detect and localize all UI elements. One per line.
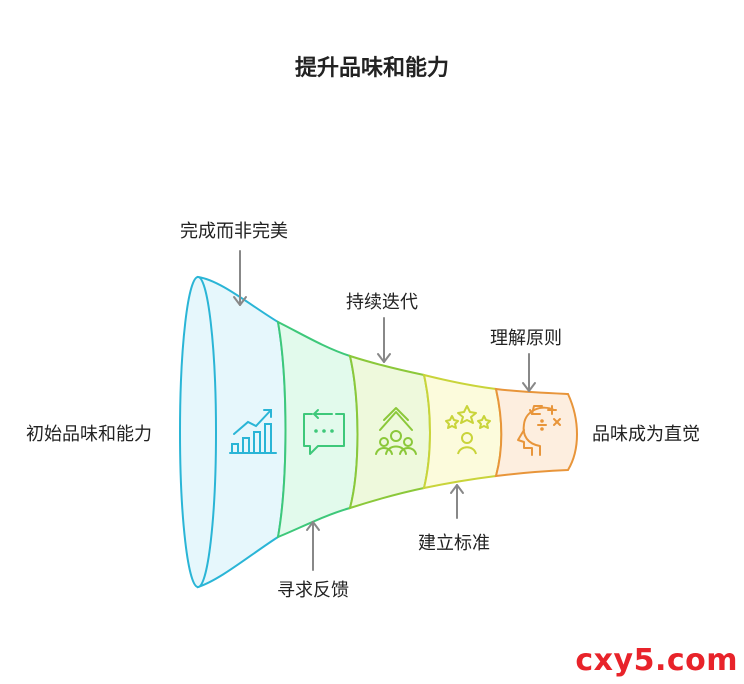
stage-1-label: 完成而非完美: [180, 221, 288, 242]
stage-5-label: 理解原则: [490, 328, 562, 349]
feedback-chat-icon: [303, 409, 345, 455]
growth-chart-icon: [229, 409, 277, 454]
watermark-text: cxy5.com: [575, 643, 738, 678]
end-label: 品味成为直觉: [592, 424, 700, 445]
stage-3-label: 持续迭代: [346, 292, 418, 313]
start-label: 初始品味和能力: [26, 424, 152, 445]
stage-4-label: 建立标准: [418, 533, 490, 554]
arrow-stage-1: [233, 250, 247, 306]
funnel-segment-2: [276, 320, 359, 539]
stage-2-label: 寻求反馈: [277, 580, 349, 601]
page-title: 提升品味和能力: [294, 56, 449, 81]
arrow-stage-2: [306, 521, 320, 571]
funnel-segment-3: [348, 354, 431, 510]
funnel-segment-4: [422, 373, 503, 490]
arrow-stage-3: [377, 317, 391, 363]
funnel-mouth-ellipse: [179, 276, 217, 588]
arrow-stage-4: [450, 484, 464, 519]
arrow-stage-5: [522, 353, 536, 392]
mind-math-icon: [517, 405, 561, 456]
star-rating-icon: [445, 405, 491, 455]
funnel-segment-5: [494, 387, 578, 478]
team-growth-icon: [375, 407, 417, 455]
